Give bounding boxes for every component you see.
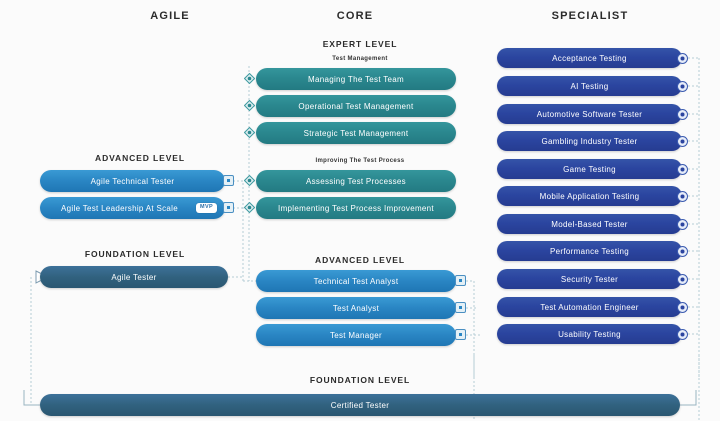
node-assessing-test-processes[interactable]: Assessing Test Processes [256,170,456,192]
badge-mvp-label: MVP [200,204,214,210]
node-label: Gambling Industry Tester [541,136,638,146]
node-acceptance-testing[interactable]: Acceptance Testing [497,48,682,68]
node-certified-tester[interactable]: Certified Tester [40,394,680,416]
node-label: Game Testing [563,164,616,174]
node-label: Agile Technical Tester [90,176,175,186]
node-label: Implementing Test Process Improvement [278,203,434,213]
connector-node-icon-core-advanced-3[interactable] [455,329,466,340]
connector-node-icon-specialist-5[interactable] [677,164,688,175]
node-usability-testing[interactable]: Usability Testing [497,324,682,344]
node-label: Test Manager [329,330,383,340]
node-agile-tester[interactable]: Agile Tester [40,266,228,288]
column-header-agile: AGILE [90,10,250,22]
node-mobile-application-testing[interactable]: Mobile Application Testing [497,186,682,206]
column-header-core: CORE [275,10,435,22]
node-operational-test-management[interactable]: Operational Test Management [256,95,456,117]
column-header-agile-label: AGILE [150,10,190,22]
node-label: Strategic Test Management [303,128,409,138]
connector-node-icon-specialist-3[interactable] [677,109,688,120]
connector-node-icon-core-advanced-2[interactable] [455,302,466,313]
column-header-core-label: CORE [336,10,374,22]
node-implementing-test-process-improvement[interactable]: Implementing Test Process Improvement [256,197,456,219]
column-header-specialist-label: SPECIALIST [551,10,629,22]
caption-core-advanced-level-label: ADVANCED LEVEL [315,255,405,265]
node-game-testing[interactable]: Game Testing [497,159,682,179]
node-label: Test Automation Engineer [540,302,639,312]
caption-agile-advanced-level-label: ADVANCED LEVEL [95,153,185,163]
node-label: Usability Testing [558,329,621,339]
connector-node-icon-expert-2[interactable] [244,100,255,111]
node-label: Performance Testing [550,246,629,256]
node-label: AI Testing [570,81,609,91]
connector-node-icon-specialist-7[interactable] [677,219,688,230]
node-label: Model-Based Tester [551,219,628,229]
node-performance-testing[interactable]: Performance Testing [497,241,682,261]
caption-agile-advanced-level: ADVANCED LEVEL [55,153,225,163]
caption-core-test-management-label: Test Management [332,56,388,62]
node-test-manager[interactable]: Test Manager [256,324,456,346]
node-label: Operational Test Management [298,101,414,111]
connector-node-icon-expert-5[interactable] [244,202,255,213]
caption-agile-foundation-level: FOUNDATION LEVEL [45,249,225,259]
node-strategic-test-management[interactable]: Strategic Test Management [256,122,456,144]
connector-node-icon-expert-1[interactable] [244,73,255,84]
caption-bottom-foundation-level: FOUNDATION LEVEL [280,375,440,385]
caption-agile-foundation-level-label: FOUNDATION LEVEL [84,249,186,259]
connector-node-icon-specialist-2[interactable] [677,81,688,92]
caption-core-improving-test-process: Improving The Test Process [275,158,445,164]
node-security-tester[interactable]: Security Tester [497,269,682,289]
connector-node-icon-agile-advanced-1[interactable] [223,175,234,186]
connector-node-icon-core-advanced-1[interactable] [455,275,466,286]
node-label: Agile Tester [111,272,157,282]
connector-node-icon-specialist-8[interactable] [677,246,688,257]
node-label: Automotive Software Tester [536,109,643,119]
node-label: Technical Test Analyst [313,276,399,286]
connector-node-icon-specialist-6[interactable] [677,191,688,202]
node-ai-testing[interactable]: AI Testing [497,76,682,96]
node-label: Mobile Application Testing [539,191,640,201]
node-label: Agile Test Leadership At Scale [61,203,178,213]
node-label: Test Analyst [332,303,380,313]
node-label: Certified Tester [330,400,390,410]
node-technical-test-analyst[interactable]: Technical Test Analyst [256,270,456,292]
node-agile-technical-tester[interactable]: Agile Technical Tester [40,170,225,192]
node-managing-the-test-team[interactable]: Managing The Test Team [256,68,456,90]
caption-core-improving-test-process-label: Improving The Test Process [315,158,405,164]
connector-node-icon-specialist-10[interactable] [677,302,688,313]
node-gambling-industry-tester[interactable]: Gambling Industry Tester [497,131,682,151]
column-header-specialist: SPECIALIST [505,10,675,22]
connector-node-icon-agile-advanced-2[interactable] [223,202,234,213]
badge-mvp: MVP [196,203,218,213]
node-label: Assessing Test Processes [306,176,406,186]
node-label: Security Tester [560,274,619,284]
node-automotive-software-tester[interactable]: Automotive Software Tester [497,104,682,124]
caption-core-expert-level: EXPERT LEVEL [275,39,445,49]
connector-node-icon-specialist-11[interactable] [677,329,688,340]
connector-node-icon-specialist-1[interactable] [677,53,688,64]
caption-core-expert-level-label: EXPERT LEVEL [322,39,398,49]
connector-node-icon-specialist-9[interactable] [677,274,688,285]
caption-core-advanced-level: ADVANCED LEVEL [275,255,445,265]
node-test-analyst[interactable]: Test Analyst [256,297,456,319]
caption-bottom-foundation-level-label: FOUNDATION LEVEL [309,375,411,385]
node-label: Managing The Test Team [308,74,404,84]
connector-node-icon-expert-3[interactable] [244,127,255,138]
connector-node-icon-specialist-4[interactable] [677,136,688,147]
connector-node-icon-expert-4[interactable] [244,175,255,186]
caption-core-test-management: Test Management [275,56,445,62]
node-model-based-tester[interactable]: Model-Based Tester [497,214,682,234]
node-label: Acceptance Testing [552,53,627,63]
node-test-automation-engineer[interactable]: Test Automation Engineer [497,297,682,317]
